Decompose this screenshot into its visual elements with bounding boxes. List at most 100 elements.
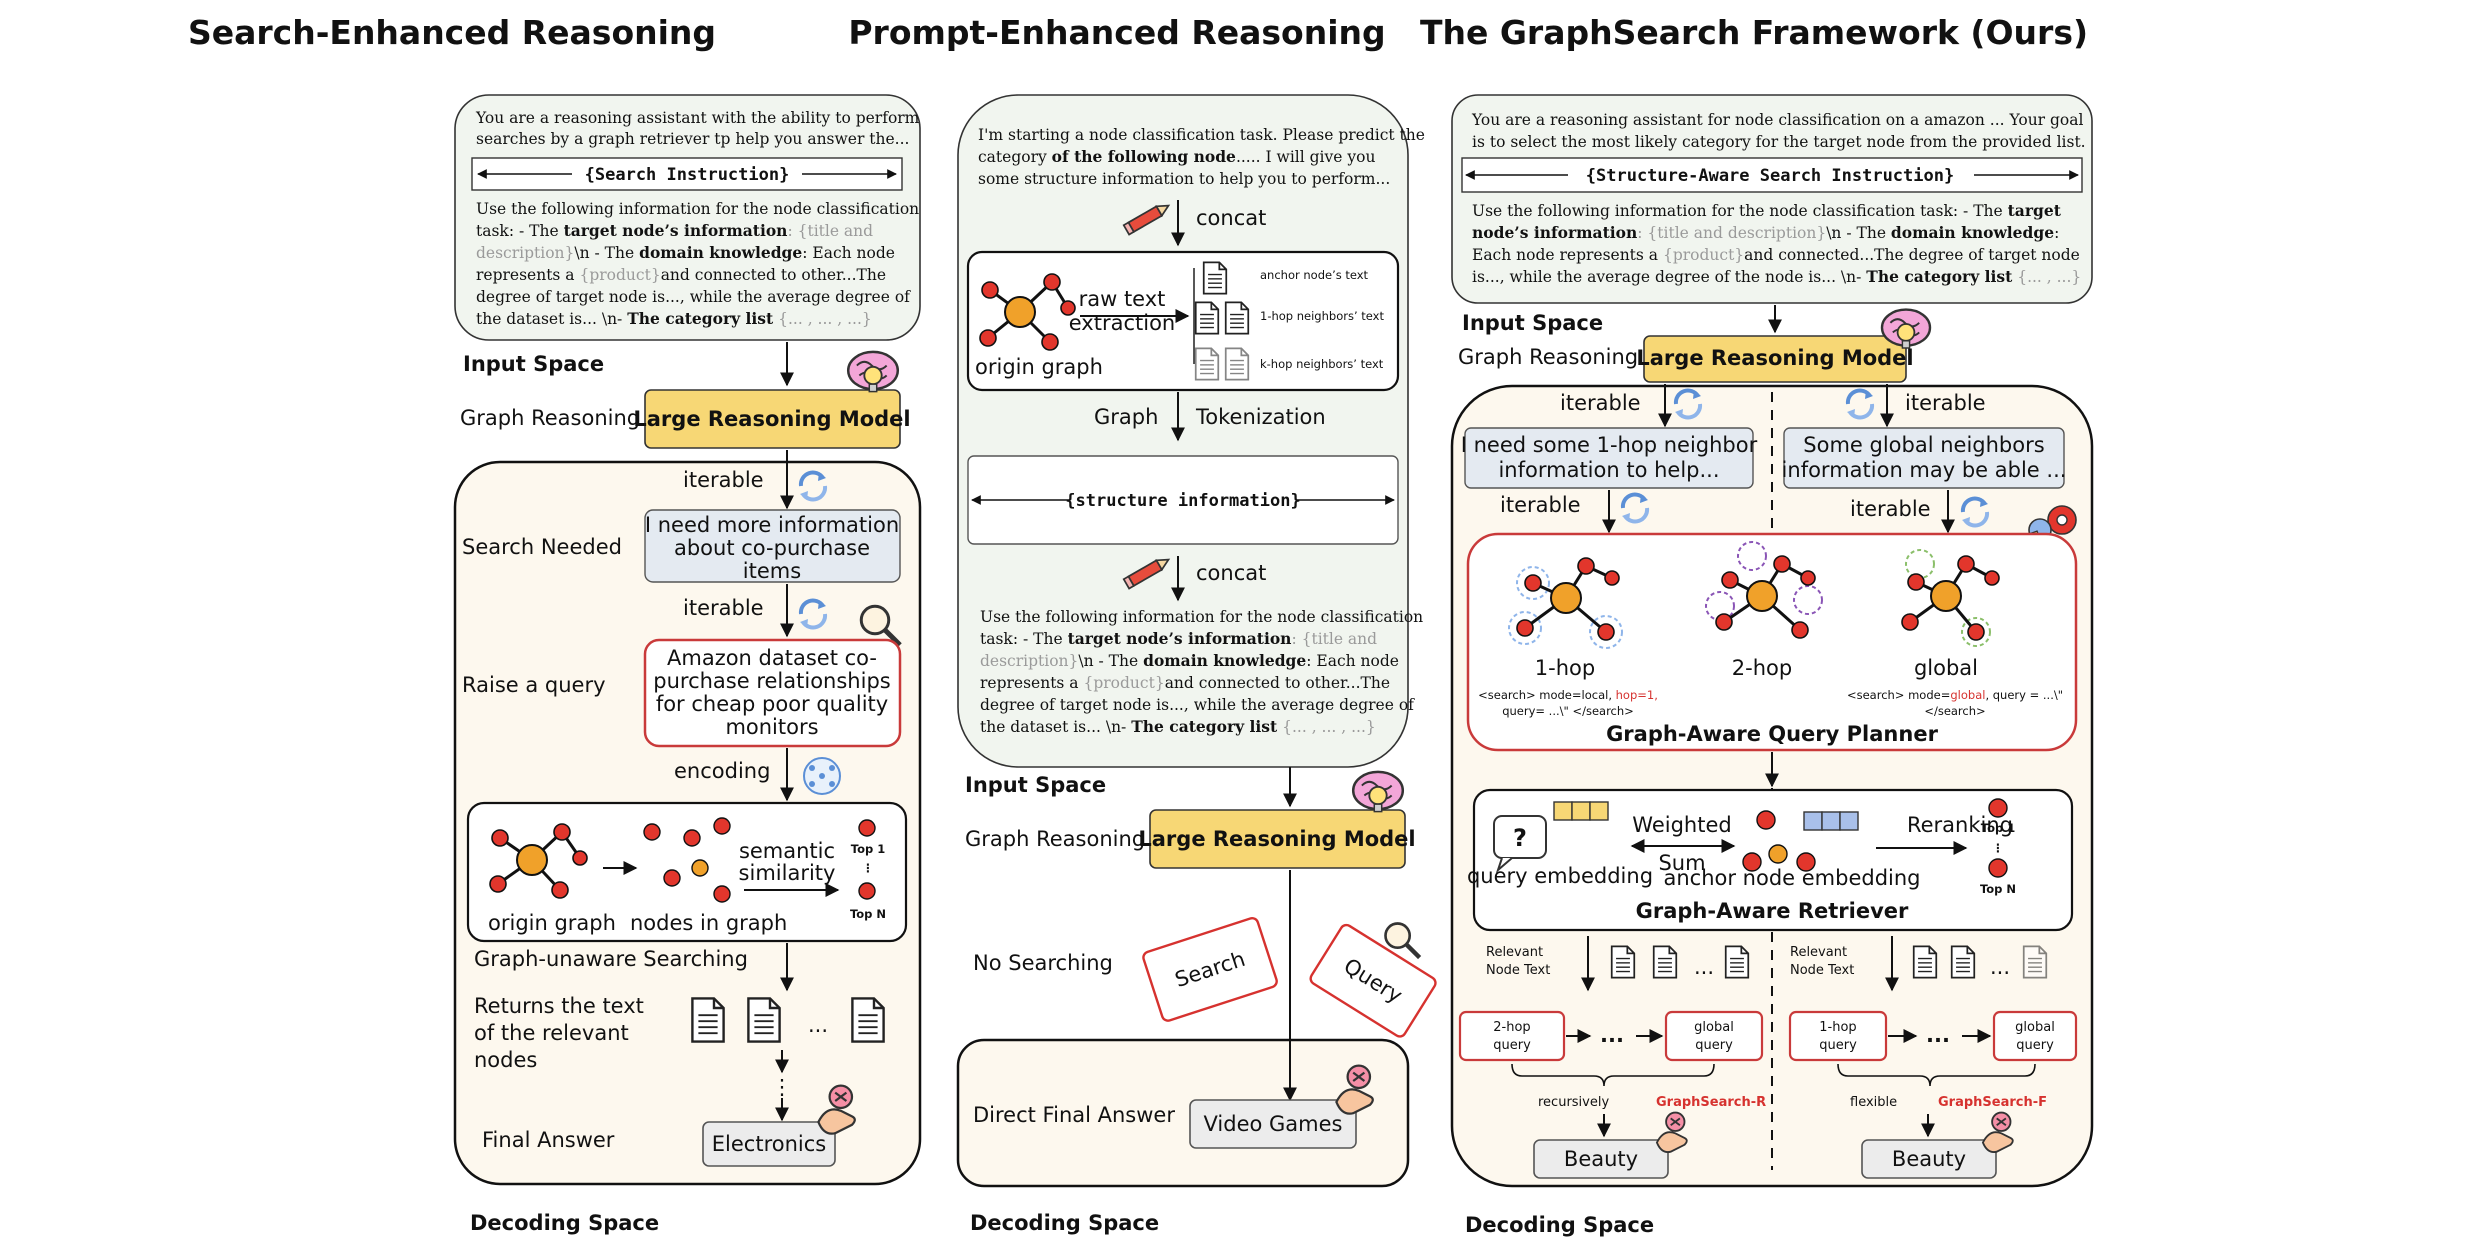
document-icon [1194,347,1220,381]
query-line: for cheap poor quality [656,692,888,716]
answer-beauty-r [1533,1139,1669,1179]
query-global-line: query [2016,1038,2054,1053]
search-local-syntax: query= ...\" </search> [1502,704,1634,718]
query-2hop-line: 2-hop [1493,1020,1530,1035]
raw-text-label: raw text [1079,287,1166,311]
document-icon [691,997,725,1043]
global-neighbor-line: Some global neighbors [1803,433,2044,457]
left-lrm-label: Large Reasoning Model [633,407,910,431]
right-prompt-line: Each node represents a {product}and conn… [1472,246,2080,264]
query-global-line: global [2015,1020,2055,1035]
origin-graph-icon [979,273,1076,351]
graph-2hop-icon [1705,541,1823,639]
document-icon [1724,945,1750,979]
direct-final-answer-label: Direct Final Answer [973,1103,1175,1127]
answer-electronics-label: Electronics [712,1132,826,1156]
document-icon [1912,945,1938,979]
ellipsis: ... [1600,1023,1624,1047]
left-column: You are a reasoning assistant with the a… [453,94,922,1235]
topn-label: Top N [850,907,886,921]
right-prompt-line: You are a reasoning assistant for node c… [1471,111,2084,129]
left-prompt-line: represents a {product}and connected to o… [476,266,886,284]
document-icon [747,997,781,1043]
graph-unaware-label: Graph-unaware Searching [474,947,748,971]
title-search-enhanced: Search-Enhanced Reasoning [188,13,716,52]
middle-prompt-line: task: - The target node’s information: {… [980,629,1377,648]
extraction-label: extraction [1069,311,1176,335]
middle-prompt-line: description}\n - The domain knowledge: E… [980,651,1399,670]
retriever-label: Graph-Aware Retriever [1636,899,1909,923]
answer-electronics [702,1121,836,1167]
title-prompt-enhanced: Prompt-Enhanced Reasoning [848,13,1385,52]
need-1hop-line: information to help... [1498,458,1719,482]
top1-node [1988,798,2008,818]
need-info-line: about co-purchase [674,536,870,560]
right-prompt-line: is..., while the average degree of the n… [1472,267,2081,286]
document-icon [1194,301,1220,335]
search-instruction-label: {Search Instruction} [585,165,790,185]
need-info-line: items [743,559,801,583]
search-local-syntax: <search> mode=local, hop=1, [1478,688,1658,702]
top1-node [858,819,876,837]
need-1hop-line: I need some 1-hop neighbor [1461,433,1758,457]
left-prompt-line: You are a reasoning assistant with the a… [475,109,920,127]
nodes-in-graph-icon [643,817,731,903]
query-global-line: global [1694,1020,1734,1035]
left-iterable-label: iterable [683,596,764,620]
topn-node [858,882,876,900]
iterable-label: iterable [1850,497,1931,521]
node-text-label: Node Text [1790,963,1854,978]
document-icon [851,997,885,1043]
middle-prompt-line: some structure information to help you t… [978,170,1390,188]
ellipsis: ... [808,1013,828,1037]
origin-graph-label: origin graph [975,355,1103,379]
middle-prompt-line: category of the following node..... I wi… [978,147,1375,166]
query-2hop-box [1458,1010,1566,1062]
query-1hop-line: 1-hop [1819,1020,1856,1035]
origin-graph-label: origin graph [488,911,616,935]
hop1-text-label: 1-hop neighbors’ text [1260,309,1384,323]
anchor-node-icons [1742,810,1816,872]
graph-global-icon [1901,549,2000,647]
query-1hop-box [1788,1010,1888,1062]
search-global-syntax: <search> mode=global, query = ...\" [1847,688,2063,702]
search-global-syntax: </search> [1924,704,1985,718]
iterable-label: iterable [1500,493,1581,517]
search-needed-label: Search Needed [462,535,622,559]
top1-label: Top 1 [851,842,885,856]
answer-beauty-f [1861,1139,1997,1179]
relevant-label: Relevant [1790,945,1847,960]
right-graph-reasoning-label: Graph Reasoning [1458,345,1638,369]
middle-decoding-label: Decoding Space [970,1211,1159,1235]
hop1-label: 1-hop [1535,656,1595,680]
middle-prompt-line: the dataset is... \n- The category list … [980,717,1376,736]
middle-lrm-box [1149,809,1406,869]
left-query-box [643,638,902,748]
middle-lrm-label: Large Reasoning Model [1138,827,1415,851]
left-lrm-box [644,389,901,449]
middle-column: I'm starting a node classification task.… [956,94,1437,1235]
svg-text:⋮: ⋮ [1992,841,2004,855]
topn-label: Top N [1980,882,2016,896]
ellipsis: ... [1694,955,1714,979]
document-icon [1652,945,1678,979]
query-planner-label: Graph-Aware Query Planner [1606,722,1939,746]
flexible-label: flexible [1850,1095,1897,1110]
svg-text:?: ? [1513,824,1527,852]
global-neighbor-line: information may be able ... [1782,458,2067,482]
need-info-line: I need more information [645,513,899,537]
returns-line: Returns the text [474,994,644,1018]
neural-network-icon [803,757,841,795]
left-prompt-line: searches by a graph retriever tp help yo… [476,130,909,148]
query-line: Amazon dataset co- [667,646,877,670]
left-prompt-line: description}\n - The domain knowledge: E… [476,243,895,262]
encoding-label: encoding [674,759,770,783]
semantic-label: semantic [739,839,835,863]
structure-aware-instruction-label: {Structure-Aware Search Instruction} [1586,166,1954,186]
right-lrm-box [1643,335,1907,383]
query-global-box [1992,1010,2078,1062]
iterable-label: iterable [1905,391,1986,415]
graph-1hop-icon [1508,557,1623,649]
nodes-in-graph-label: nodes in graph [630,911,787,935]
query-card: Query [1309,923,1437,1038]
